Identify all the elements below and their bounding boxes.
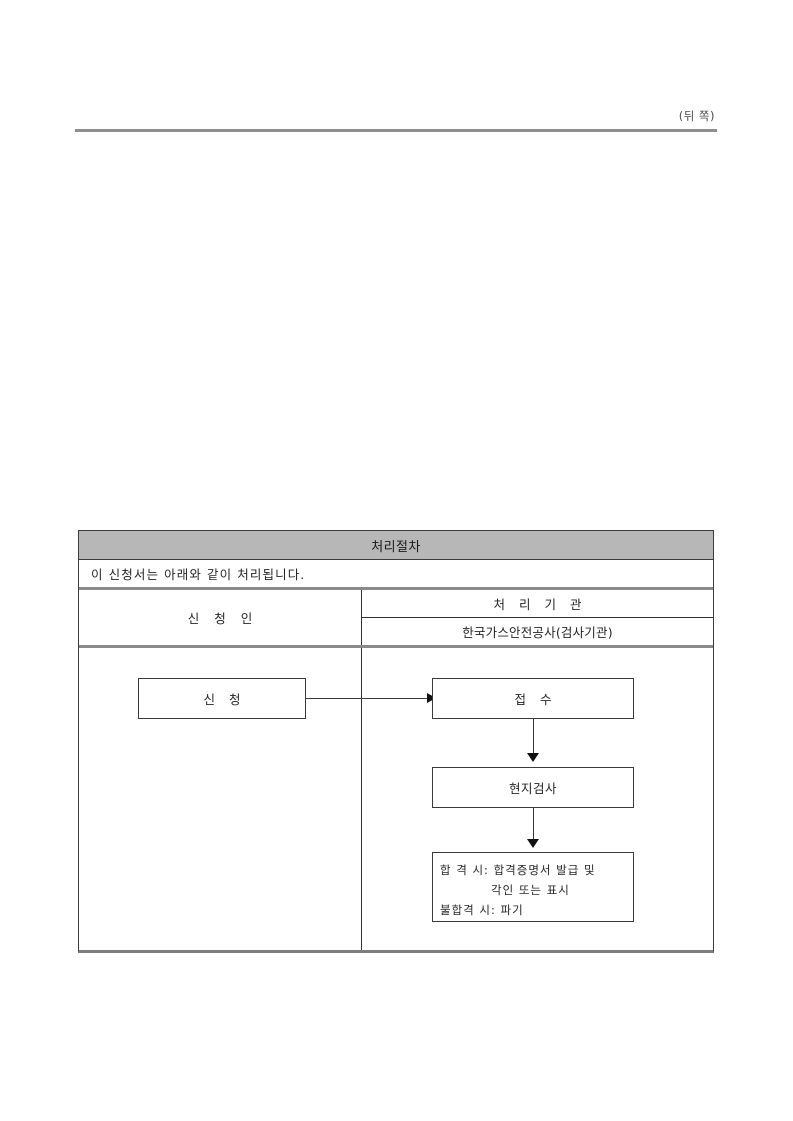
arrow-down-icon-1: [527, 753, 539, 762]
arrow-right-icon: [427, 693, 436, 703]
agency-name-cell: 한국가스안전공사(검사기관): [362, 618, 713, 645]
applicant-label: 신 청 인: [187, 611, 258, 626]
flow-diagram-row: 신 청 접 수 현지검사 합 격 시: 합격증명서 발급 및 각인 또는 표시 …: [79, 648, 713, 950]
connector-inspection-to-result: [533, 808, 534, 840]
arrow-down-icon-2: [527, 839, 539, 848]
agency-label: 처 리 기 관: [493, 597, 587, 613]
result-pass-line: 합 격 시: 합격증명서 발급 및: [440, 863, 596, 877]
flow-box-receipt: 접 수: [432, 678, 634, 719]
agency-label-cell: 처 리 기 관: [362, 590, 713, 619]
parties-header-row: 신 청 인 처 리 기 관 한국가스안전공사(검사기관): [79, 590, 713, 648]
result-fail-line: 불합격 시: 파기: [440, 903, 524, 917]
page-header: (뒤 쪽): [75, 108, 717, 132]
table-title-row: 처리절차: [79, 531, 713, 560]
connector-receipt-to-inspection: [533, 719, 534, 754]
applicant-flow-column: 신 청: [79, 648, 436, 950]
agency-header-cell: 처 리 기 관 한국가스안전공사(검사기관): [362, 590, 713, 645]
agency-flow-column: 접 수 현지검사 합 격 시: 합격증명서 발급 및 각인 또는 표시 불합격 …: [362, 648, 713, 950]
connector-application-to-receipt: [306, 698, 429, 699]
processing-procedure-table: 처리절차 이 신청서는 아래와 같이 처리됩니다. 신 청 인 처 리 기 관 …: [78, 530, 714, 953]
header-divider-rule: [75, 129, 717, 132]
intro-text: 이 신청서는 아래와 같이 처리됩니다.: [91, 567, 306, 582]
flow-box-application: 신 청: [138, 678, 306, 719]
flow-box-inspection: 현지검사: [432, 767, 634, 808]
result-pass-line-continued: 각인 또는 표시: [491, 883, 570, 897]
table-intro-row: 이 신청서는 아래와 같이 처리됩니다.: [79, 560, 713, 590]
flow-box-result: 합 격 시: 합격증명서 발급 및 각인 또는 표시 불합격 시: 파기: [432, 852, 634, 922]
agency-name: 한국가스안전공사(검사기관): [462, 625, 613, 641]
page-side-marker: (뒤 쪽): [678, 109, 715, 123]
applicant-header-cell: 신 청 인: [79, 590, 362, 645]
table-title: 처리절차: [371, 539, 421, 555]
